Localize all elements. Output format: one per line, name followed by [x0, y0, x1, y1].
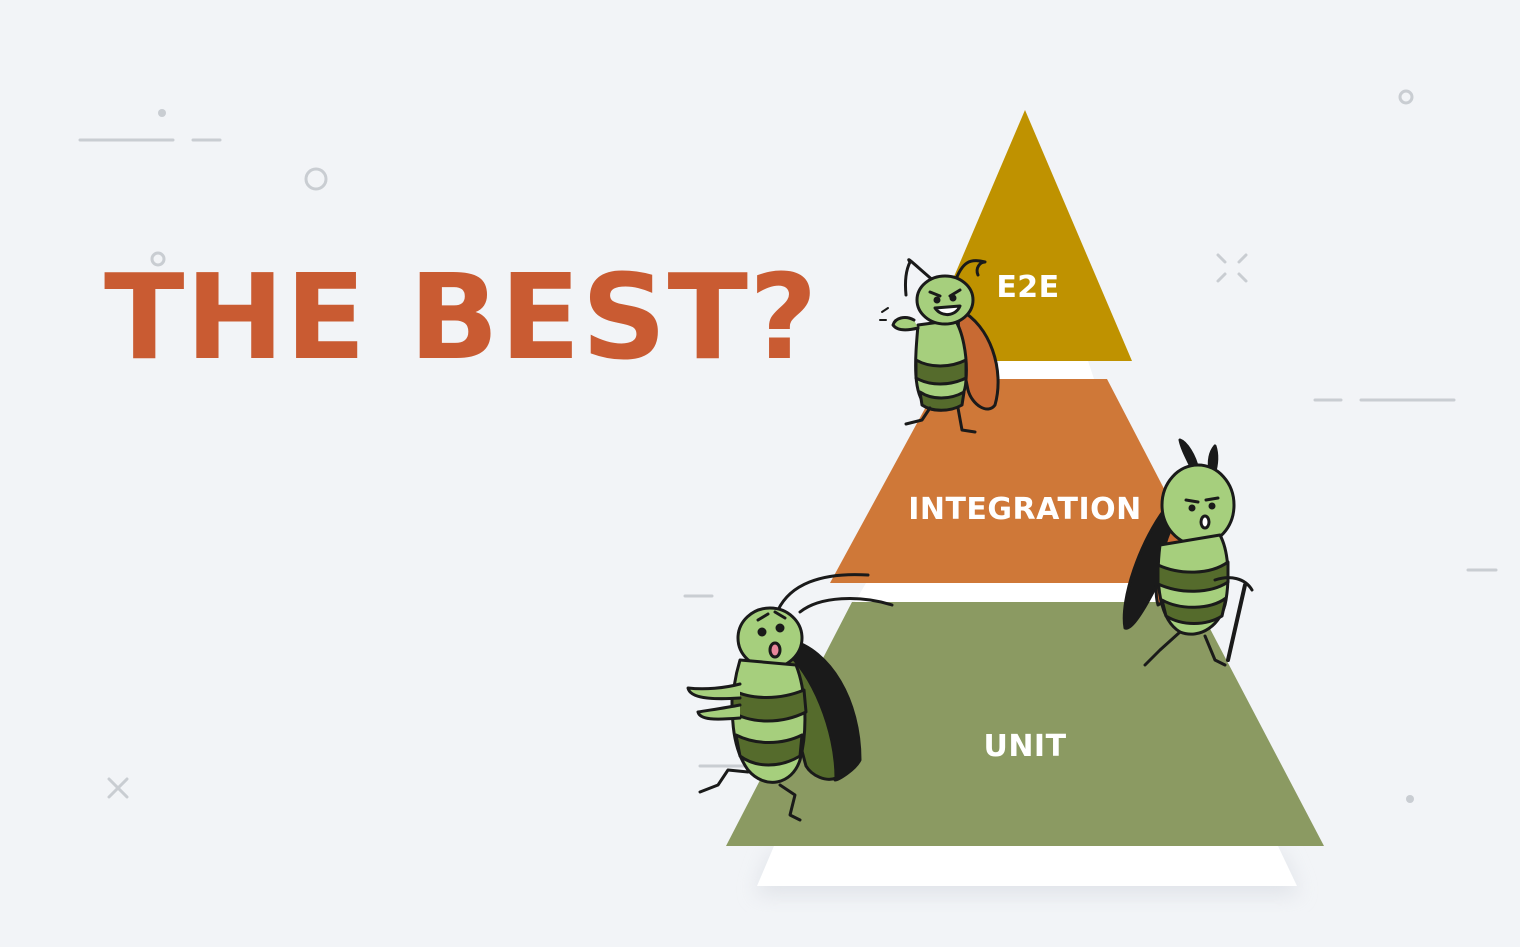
unit-label: UNIT — [983, 729, 1066, 764]
circle-decoration — [304, 167, 328, 191]
dot-decoration — [158, 109, 166, 117]
scared-bug — [686, 573, 894, 822]
dot-decoration — [1406, 795, 1414, 803]
cross-mark-decoration — [107, 777, 129, 799]
circle-decoration — [1398, 89, 1414, 105]
integration-layer — [830, 379, 1213, 583]
integration-slab — [855, 583, 1195, 602]
headline: THE BEST? — [104, 248, 819, 386]
angry-bug — [879, 258, 1000, 434]
sparkle-mark-decoration — [1216, 253, 1248, 283]
old-bug-with-cane — [1122, 438, 1254, 667]
e2e-label: E2E — [996, 270, 1059, 305]
base-slab — [757, 846, 1297, 886]
integration-label: INTEGRATION — [908, 492, 1142, 527]
unit-layer — [726, 602, 1324, 846]
e2e-slab — [994, 361, 1094, 379]
circle-decoration — [150, 251, 166, 267]
